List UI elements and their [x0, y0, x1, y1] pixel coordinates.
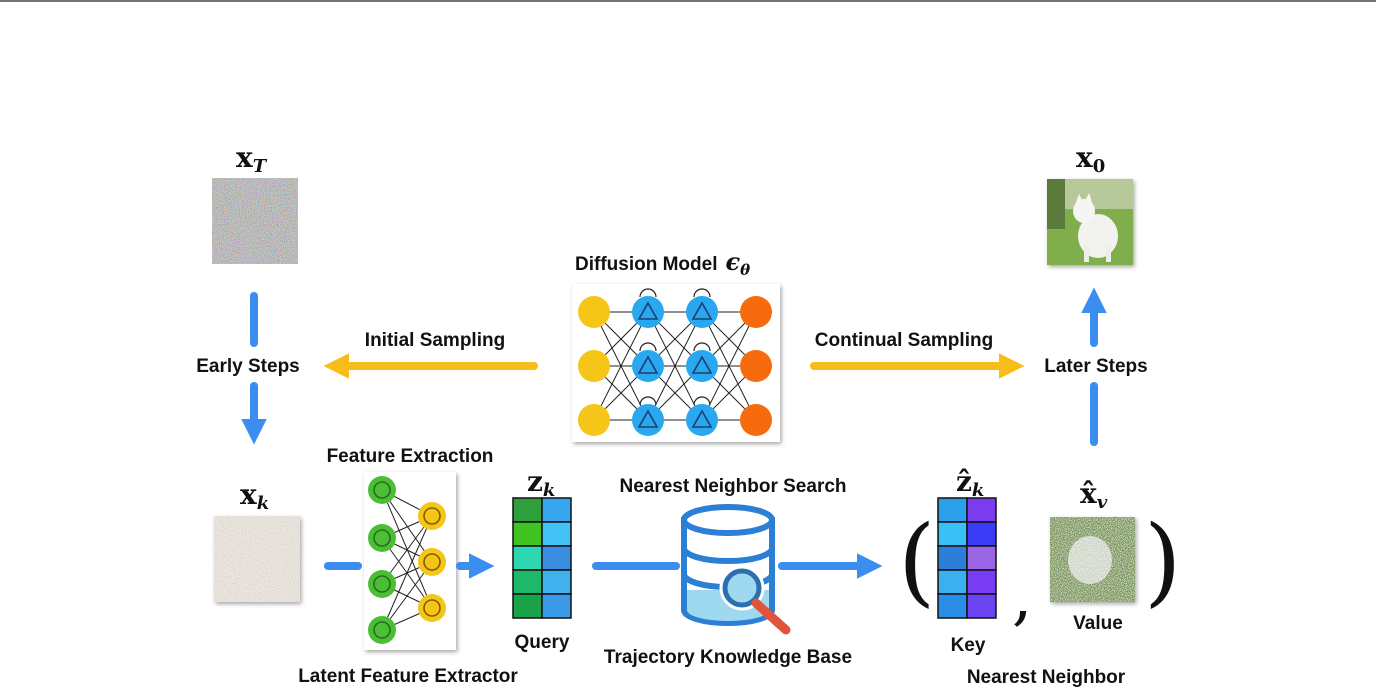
label-nearest-neighbor-search: Nearest Neighbor Search	[619, 476, 846, 497]
network-node	[686, 350, 718, 382]
grid-cell	[512, 521, 543, 547]
label-zhat: ẑk	[956, 465, 984, 501]
recurrent-loop	[639, 342, 657, 352]
recurrent-loop	[693, 396, 711, 406]
extractor-edge	[381, 515, 433, 631]
node-triangle	[637, 301, 659, 320]
label-nearest-neighbor: Nearest Neighbor	[967, 667, 1126, 688]
grid-cell	[966, 593, 997, 619]
label-initial-sampling: Initial Sampling	[365, 330, 505, 351]
node-triangle	[637, 409, 659, 428]
label-trajectory-knowledge-base: Trajectory Knowledge Base	[604, 647, 852, 668]
grid-cell	[512, 497, 543, 523]
extractor-edge	[381, 489, 433, 563]
neural-network-icon	[572, 284, 780, 442]
grid-cell	[937, 521, 968, 547]
dog-image	[1047, 179, 1133, 265]
label-xT: xT	[236, 141, 268, 177]
grid-cell	[541, 497, 572, 523]
label-latent-feature-extractor: Latent Feature Extractor	[298, 666, 518, 687]
network-node	[578, 404, 610, 436]
grid-cell	[937, 593, 968, 619]
grid-cell	[512, 569, 543, 595]
extractor-node-output	[418, 502, 446, 530]
label-xk: xk	[240, 478, 269, 514]
node-triangle	[691, 301, 713, 320]
extractor-edge	[381, 489, 433, 609]
node-triangle	[691, 355, 713, 374]
network-node	[632, 404, 664, 436]
grid-cell	[937, 545, 968, 571]
network-node	[740, 296, 772, 328]
extractor-node-input	[368, 570, 396, 598]
grid-cell	[937, 497, 968, 523]
label-zk: zk	[527, 465, 555, 501]
grid-cell	[512, 545, 543, 571]
label-feature-extraction: Feature Extraction	[327, 446, 494, 467]
key-vector-grid	[937, 497, 997, 619]
label-continual-sampling: Continual Sampling	[815, 330, 993, 351]
comma: ,	[1012, 560, 1032, 634]
grid-cell	[966, 497, 997, 523]
extractor-node-ring	[373, 621, 391, 639]
label-x0: x0	[1076, 141, 1105, 177]
query-vector-grid	[512, 497, 572, 619]
grid-cell	[541, 521, 572, 547]
label-early-steps: Early Steps	[196, 356, 300, 377]
network-node	[632, 296, 664, 328]
recurrent-loop	[693, 342, 711, 352]
network-edge	[593, 311, 649, 421]
close-paren: )	[1144, 505, 1181, 617]
network-node	[578, 350, 610, 382]
extractor-node-ring	[423, 599, 441, 617]
network-node	[632, 350, 664, 382]
extractor-network-icon	[364, 472, 456, 650]
extractor-node-ring	[423, 507, 441, 525]
label-value: Value	[1073, 613, 1123, 634]
extractor-node-output	[418, 594, 446, 622]
label-later-steps: Later Steps	[1044, 356, 1147, 377]
label-key: Key	[951, 635, 986, 656]
database-search-icon	[681, 504, 791, 635]
grid-cell	[966, 545, 997, 571]
network-node	[740, 404, 772, 436]
node-triangle	[691, 409, 713, 428]
grid-cell	[541, 593, 572, 619]
network-edge	[647, 311, 703, 421]
recurrent-loop	[639, 288, 657, 298]
extractor-node-ring	[373, 481, 391, 499]
network-node	[740, 350, 772, 382]
grid-cell	[966, 569, 997, 595]
open-paren: (	[898, 505, 935, 617]
grid-cell	[966, 521, 997, 547]
label-query: Query	[515, 632, 570, 653]
network-node	[578, 296, 610, 328]
grid-cell	[937, 569, 968, 595]
retrieved-image	[1050, 517, 1135, 602]
noise-image	[212, 178, 298, 264]
network-node	[686, 296, 718, 328]
extractor-edge	[381, 561, 433, 631]
extractor-edge	[381, 515, 433, 585]
grid-cell	[541, 545, 572, 571]
partial-noise-image	[214, 516, 300, 602]
extractor-node-input	[368, 616, 396, 644]
extractor-node-input	[368, 476, 396, 504]
extractor-node-output	[418, 548, 446, 576]
extractor-node-input	[368, 524, 396, 552]
node-triangle	[637, 355, 659, 374]
grid-cell	[512, 593, 543, 619]
recurrent-loop	[639, 396, 657, 406]
extractor-node-ring	[373, 529, 391, 547]
network-node	[686, 404, 718, 436]
network-edge	[701, 311, 757, 421]
grid-cell	[541, 569, 572, 595]
extractor-node-ring	[423, 553, 441, 571]
extractor-node-ring	[373, 575, 391, 593]
label-xhat: x̂v	[1080, 477, 1108, 513]
recurrent-loop	[693, 288, 711, 298]
